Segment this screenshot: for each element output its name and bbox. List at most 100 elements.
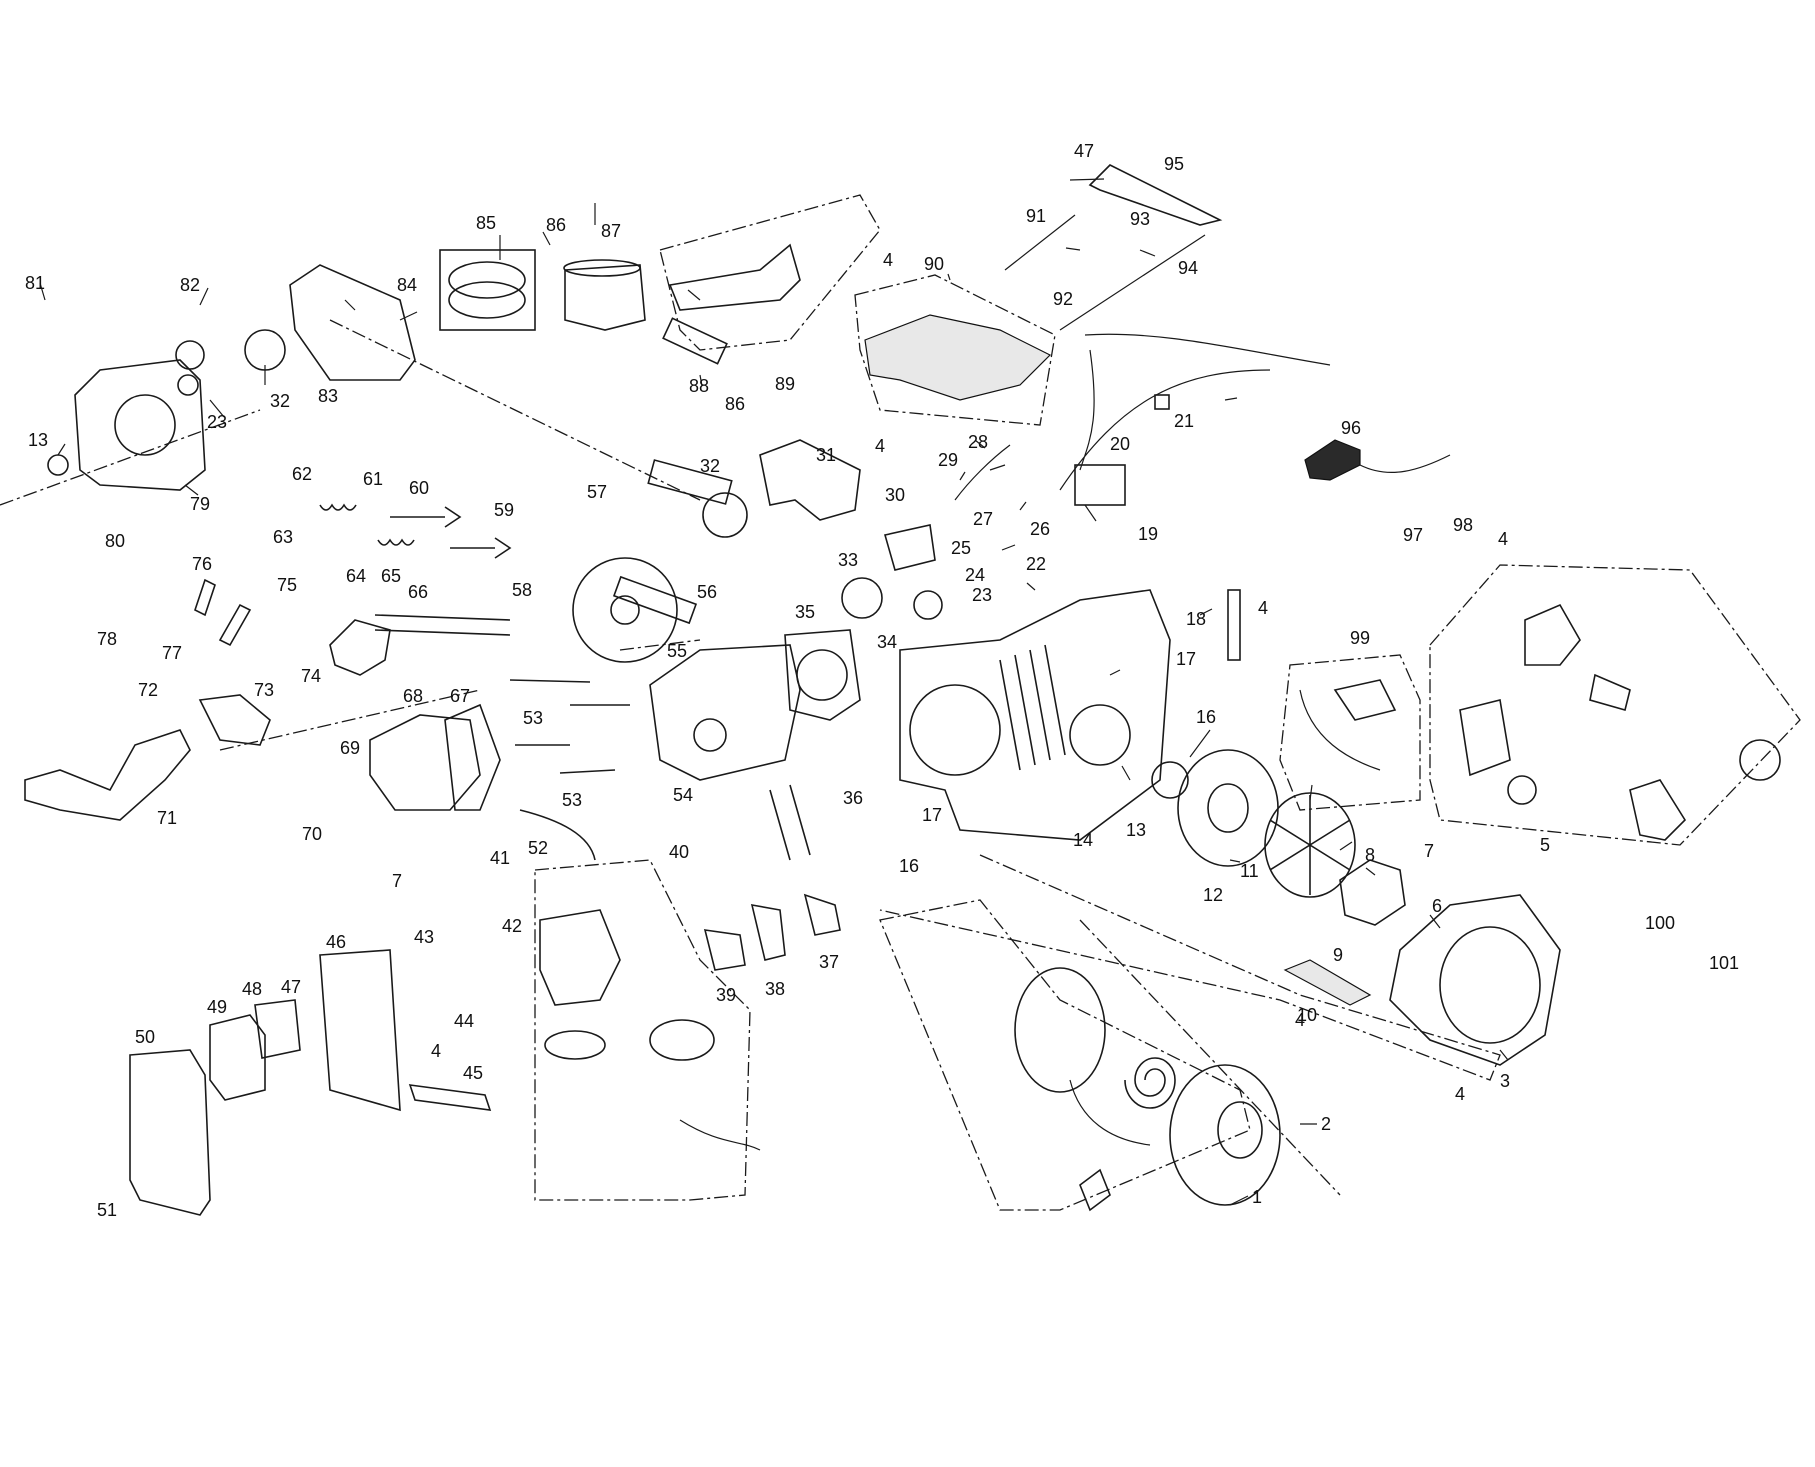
- rod-18: [1227, 589, 1241, 661]
- oil-seal-13: [1151, 761, 1189, 799]
- float-bowl: [649, 1019, 715, 1061]
- part-label-61: 61: [363, 469, 383, 489]
- fan-shroud-opening: [1439, 926, 1541, 1044]
- relay-wire: [1299, 689, 1381, 771]
- part-label-54: 54: [673, 785, 693, 805]
- cam-gear-hub: [610, 595, 640, 625]
- part-label-99: 99: [1350, 628, 1370, 648]
- recoil-handle: [1079, 1168, 1111, 1212]
- connecting-rod: [668, 243, 801, 311]
- part-label-25: 25: [951, 538, 971, 558]
- part-label-30: 30: [885, 485, 905, 505]
- governor-assembly: [883, 524, 936, 571]
- part-label-4a: 4: [1295, 1010, 1305, 1030]
- part-label-16a: 16: [1196, 707, 1216, 727]
- control-module: [1304, 439, 1361, 481]
- part-label-100: 100: [1645, 913, 1675, 933]
- part-label-76: 76: [192, 554, 212, 574]
- part-label-32b: 32: [270, 391, 290, 411]
- part-label-4e: 4: [875, 436, 885, 456]
- part-label-80: 80: [105, 531, 125, 551]
- starter-motor: [1524, 603, 1581, 666]
- air-filter-base-46: [319, 949, 401, 1112]
- part-labels: 1 2 3 4 4 4 4 4 4 4 5 6 7 7 8 9 10 11 12…: [25, 141, 1739, 1220]
- ground-terminal-21: [1154, 394, 1170, 410]
- recoil-rope: [1069, 1079, 1151, 1146]
- crankcase-bore: [1069, 704, 1131, 766]
- part-label-7b: 7: [392, 871, 402, 891]
- part-label-24: 24: [965, 565, 985, 585]
- part-label-4f: 4: [883, 250, 893, 270]
- exhaust-gasket-73: [198, 694, 271, 746]
- crankshaft: [759, 439, 861, 521]
- camshaft: [612, 575, 698, 625]
- relay: [1333, 679, 1397, 721]
- part-label-37: 37: [819, 952, 839, 972]
- part-label-35: 35: [795, 602, 815, 622]
- bearing-23-left: [177, 374, 199, 396]
- part-label-45: 45: [463, 1063, 483, 1083]
- part-label-66: 66: [408, 582, 428, 602]
- part-label-27: 27: [973, 509, 993, 529]
- bolts-53: [509, 679, 630, 774]
- part-label-7a: 7: [1424, 841, 1434, 861]
- carburetor: [539, 909, 621, 1006]
- exhaust-axis-line: [219, 639, 701, 751]
- filter-element-49: [209, 1014, 266, 1101]
- part-label-81: 81: [25, 273, 45, 293]
- part-label-17b: 17: [922, 805, 942, 825]
- muffler: [369, 714, 481, 811]
- part-label-41: 41: [490, 848, 510, 868]
- recoil-starter-group-boundary: [879, 899, 1251, 1211]
- part-label-77: 77: [162, 643, 182, 663]
- governor-gear: [175, 340, 205, 370]
- part-label-47b: 47: [1074, 141, 1094, 161]
- part-label-17a: 17: [1176, 649, 1196, 669]
- gasket-37: [803, 893, 841, 936]
- module-wire: [1359, 454, 1451, 473]
- piston-rings-box: [439, 249, 536, 331]
- recoil-housing: [1169, 1064, 1281, 1206]
- part-label-63: 63: [273, 527, 293, 547]
- part-label-22: 22: [1026, 554, 1046, 574]
- part-label-60: 60: [409, 478, 429, 498]
- recoil-pulley: [1014, 967, 1106, 1093]
- part-label-5: 5: [1540, 835, 1550, 855]
- carburetor-group-boundary: [534, 859, 751, 1201]
- piston-ring-1: [448, 261, 526, 299]
- part-label-65: 65: [381, 566, 401, 586]
- rocker-plate: [329, 619, 391, 676]
- part-label-1: 1: [1252, 1187, 1262, 1207]
- part-label-87: 87: [601, 221, 621, 241]
- part-label-6: 6: [1432, 896, 1442, 916]
- part-label-55: 55: [667, 641, 687, 661]
- rocker-arm-1: [194, 578, 216, 617]
- fan-shroud: [1389, 894, 1561, 1066]
- part-label-51: 51: [97, 1200, 117, 1220]
- throttle-bracket: [1088, 164, 1223, 226]
- part-label-101: 101: [1709, 953, 1739, 973]
- piston-ring-2: [448, 281, 526, 319]
- part-label-13b: 13: [28, 430, 48, 450]
- fan-blades: [1269, 795, 1351, 895]
- starter-cup: [1339, 859, 1406, 926]
- part-label-39: 39: [716, 985, 736, 1005]
- bearing-23: [913, 590, 943, 620]
- part-label-75: 75: [277, 575, 297, 595]
- part-label-73: 73: [254, 680, 274, 700]
- crank-stub: [647, 459, 733, 505]
- relay-group-boundary: [1279, 654, 1421, 811]
- part-label-13a: 13: [1126, 820, 1146, 840]
- starter-pinion-housing: [1629, 779, 1687, 841]
- part-label-2: 2: [1321, 1114, 1331, 1134]
- crankcase-cover: [74, 359, 206, 491]
- part-label-88: 88: [689, 376, 709, 396]
- part-label-10: 10: [1297, 1005, 1317, 1025]
- group-boundaries: [0, 194, 1801, 1211]
- starter-gear: [1507, 775, 1537, 805]
- part-label-71: 71: [157, 808, 177, 828]
- part-label-4g: 4: [431, 1041, 441, 1061]
- flywheel-hub: [1207, 783, 1249, 833]
- part-label-8: 8: [1365, 845, 1375, 865]
